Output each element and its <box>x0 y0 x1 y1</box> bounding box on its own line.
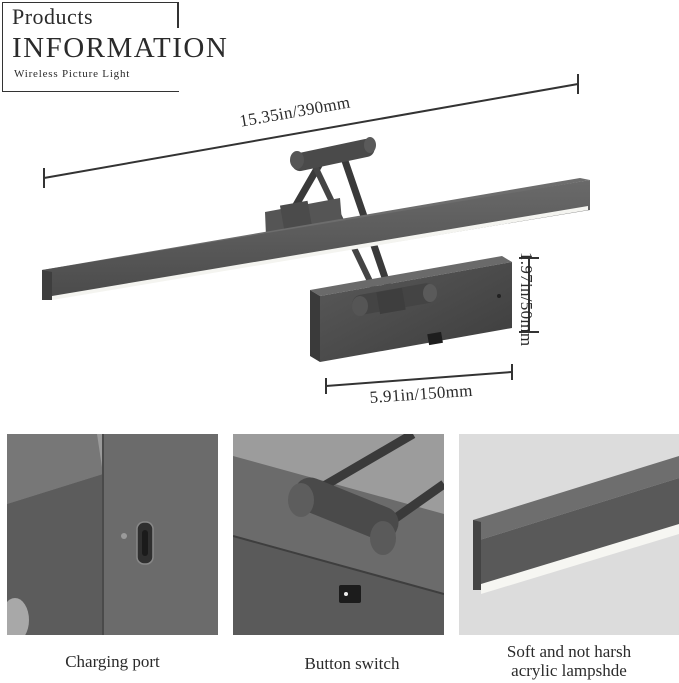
light-bar <box>42 178 590 300</box>
header-subtitle: Wireless Picture Light <box>14 68 131 80</box>
height-label: 1.97in/50mm <box>517 252 536 347</box>
caption-lampshade-line1: Soft and not harsh <box>506 642 632 661</box>
lamp-illustration <box>42 74 590 394</box>
length-dimension-line <box>43 74 579 188</box>
header-frame-tick <box>177 2 179 28</box>
header-frame <box>2 2 179 92</box>
bar-clamp <box>265 198 342 236</box>
button-switch-photo <box>233 434 444 635</box>
header-title-information: INFORMATION <box>12 32 233 65</box>
header-title-products: Products <box>12 4 93 29</box>
charging-port-photo <box>7 434 218 635</box>
feature-photo-lampshade <box>459 434 679 635</box>
caption-charging-port: Charging port <box>65 652 160 671</box>
top-hinge <box>290 137 376 172</box>
feature-photo-charging-port <box>7 434 218 635</box>
wall-base <box>310 256 512 362</box>
lampshade-photo <box>459 434 679 635</box>
lower-hinge <box>352 283 437 316</box>
height-dimension-line <box>519 257 539 333</box>
caption-button-switch: Button switch <box>304 654 400 673</box>
caption-lampshade-line2: acrylic lampshde <box>511 661 627 680</box>
feature-photo-button-switch <box>233 434 444 635</box>
base-width-dimension-line <box>325 364 513 394</box>
